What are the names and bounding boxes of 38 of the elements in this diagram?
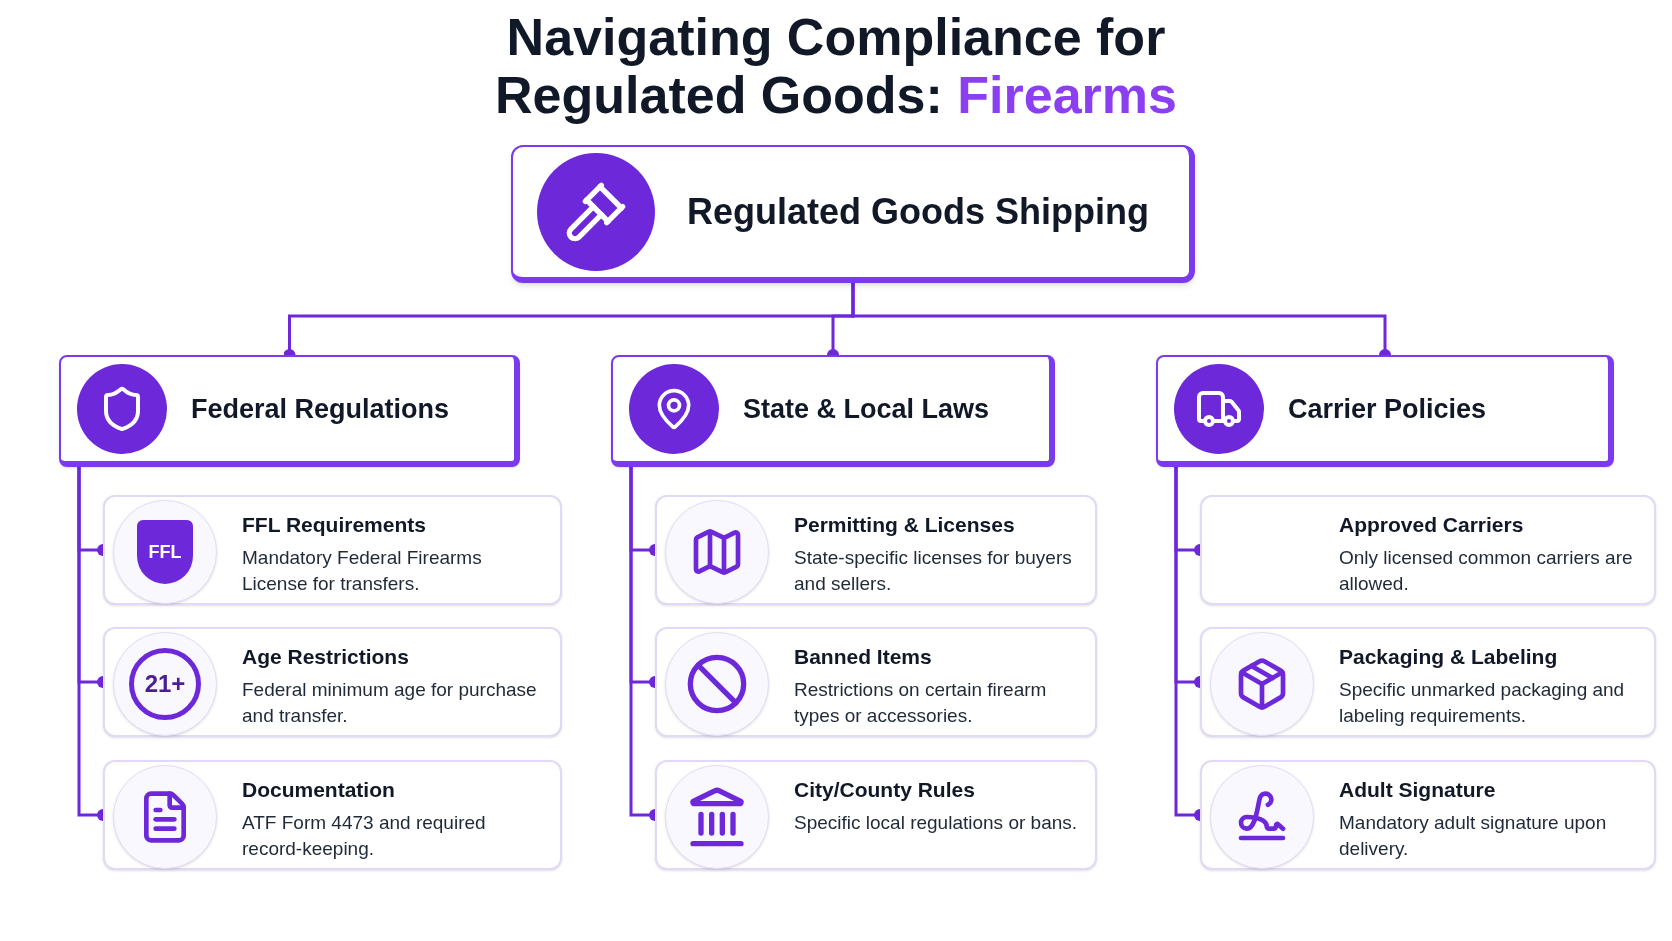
item-heading: Documentation bbox=[242, 777, 396, 803]
category-heading: Carrier Policies bbox=[1288, 392, 1487, 426]
item-description: Only licensed common carriers are allowed. bbox=[1339, 545, 1634, 596]
category-heading: State & Local Laws bbox=[743, 392, 990, 426]
item-description: Mandatory adult signature upon delivery. bbox=[1339, 810, 1608, 861]
root-heading: Regulated Goods Shipping bbox=[687, 190, 1149, 234]
root-box bbox=[511, 145, 1195, 283]
item-card bbox=[103, 760, 562, 870]
item-heading: Packaging & Labeling bbox=[1339, 644, 1559, 670]
item-card bbox=[1200, 495, 1656, 605]
item-card bbox=[655, 627, 1097, 737]
category-heading: Federal Regulations bbox=[191, 392, 450, 426]
item-card bbox=[103, 495, 562, 605]
badge-label: FFL bbox=[148, 541, 182, 564]
item-heading: Banned Items bbox=[794, 644, 933, 670]
item-description: Federal minimum age for purchase and transfer. bbox=[242, 677, 538, 728]
category-box bbox=[59, 355, 520, 467]
item-heading: City/County Rules bbox=[794, 777, 976, 803]
item-description: State-specific licenses for buyers and sellers. bbox=[794, 545, 1073, 596]
item-description: Mandatory Federal Firearms License for transfers. bbox=[242, 545, 483, 596]
item-heading: Permitting & Licenses bbox=[794, 512, 1016, 538]
item-card bbox=[1200, 627, 1656, 737]
age-label: 21+ bbox=[144, 669, 186, 699]
item-description: Specific local regulations or bans. bbox=[794, 810, 1079, 835]
item-description: ATF Form 4473 and required record-keeping. bbox=[242, 810, 487, 861]
item-card bbox=[1200, 760, 1656, 870]
item-card bbox=[655, 495, 1097, 605]
item-heading: FFL Requirements bbox=[242, 512, 427, 538]
item-heading: Adult Signature bbox=[1339, 777, 1497, 803]
item-description: Specific unmarked packaging and labeling requirements. bbox=[1339, 677, 1626, 728]
item-description: Restrictions on certain firearm types or accessories. bbox=[794, 677, 1048, 728]
item-card bbox=[655, 760, 1097, 870]
title: Navigating Compliance for Regulated Goods: Firearms bbox=[494, 8, 1178, 124]
category-box bbox=[611, 355, 1055, 467]
category-box bbox=[1156, 355, 1614, 467]
item-heading: Approved Carriers bbox=[1339, 512, 1525, 538]
item-heading: Age Restrictions bbox=[242, 644, 410, 670]
item-card bbox=[103, 627, 562, 737]
